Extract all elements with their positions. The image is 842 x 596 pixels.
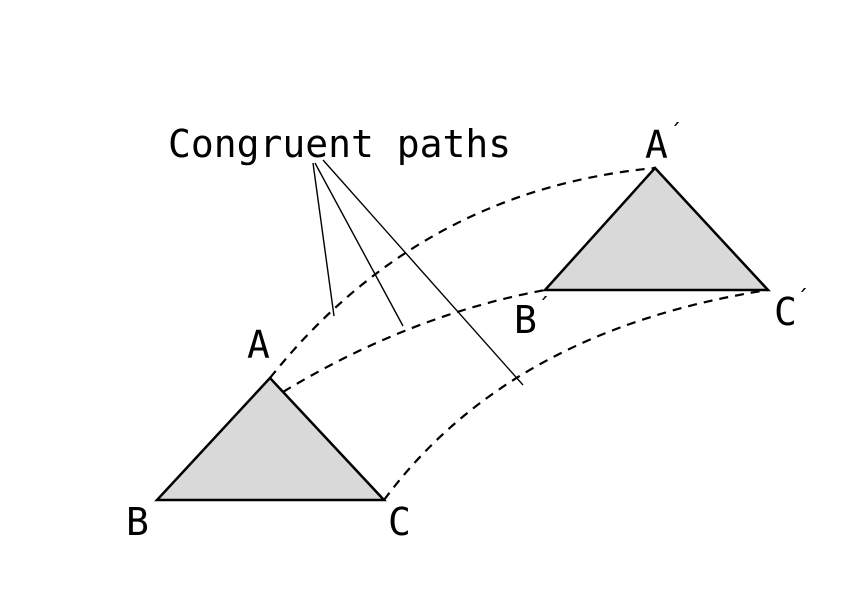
congruent-paths (269, 166, 769, 501)
vertex-label-a: A (247, 323, 270, 367)
vertex-label-a-prime: A (645, 123, 668, 167)
leader-line-b (314, 162, 404, 327)
prime-mark-b: ´ (538, 295, 549, 320)
path-b-to-b-prime (282, 288, 546, 393)
prime-mark-a: ´ (670, 121, 681, 146)
leader-lines (312, 159, 524, 386)
triangle-a-prime-b-prime-c-prime (542, 166, 771, 292)
leader-line-a (312, 162, 335, 317)
vertex-label-b-prime: B (514, 298, 537, 342)
diagram-title: Congruent paths (168, 122, 511, 166)
leader-line-c (322, 159, 524, 386)
path-a-to-a-prime (269, 166, 656, 379)
vertex-label-c: C (388, 500, 411, 544)
vertex-label-c-prime: C (774, 290, 797, 334)
prime-mark-c: ´ (797, 287, 808, 312)
vertex-label-b: B (126, 500, 149, 544)
triangle-abc (154, 376, 387, 502)
path-c-to-c-prime (383, 288, 769, 501)
